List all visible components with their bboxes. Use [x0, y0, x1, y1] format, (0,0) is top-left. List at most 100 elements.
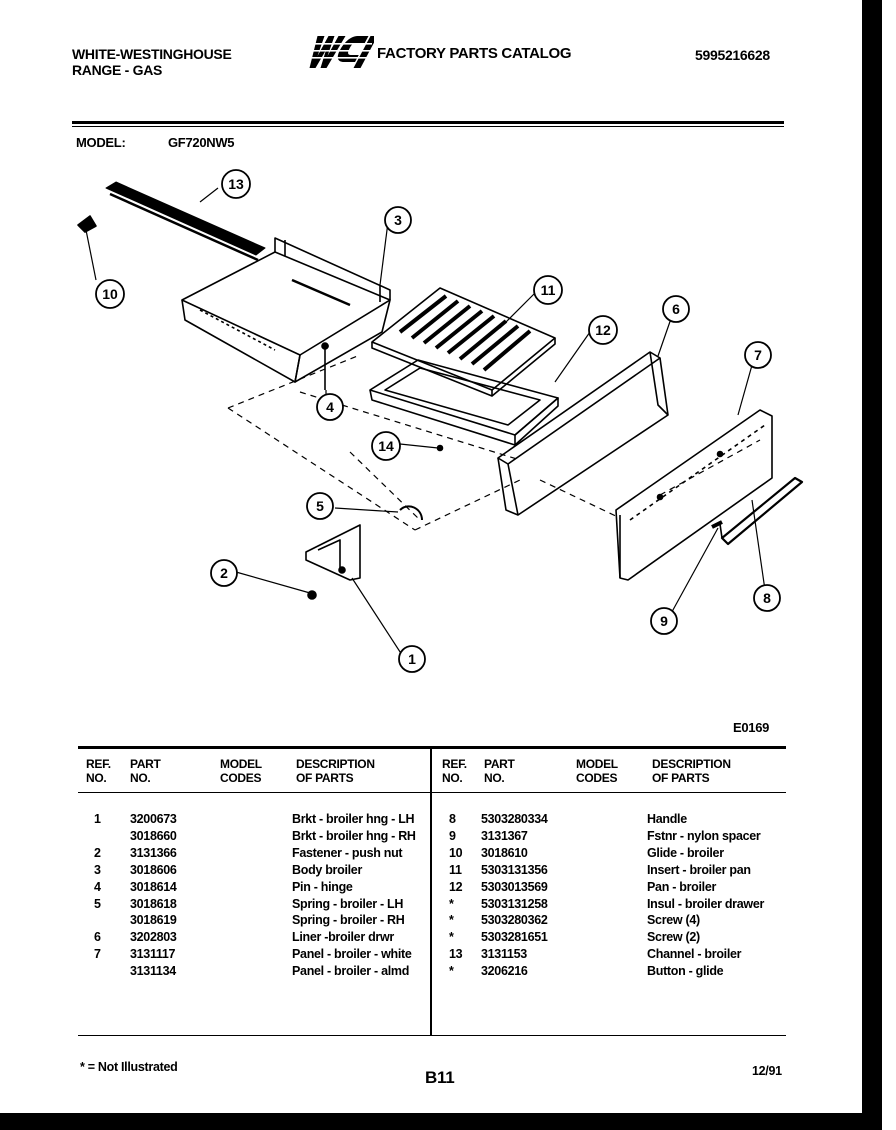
table-cell-ref: 2 — [94, 845, 101, 860]
callout-5: 5 — [316, 498, 324, 514]
table-cell-ref: 5 — [94, 896, 101, 911]
footnote-not-illustrated: * = Not Illustrated — [80, 1060, 178, 1074]
catalog-date: 12/91 — [752, 1064, 782, 1078]
table-cell-desc: Pan - broiler — [647, 879, 717, 894]
liner-broiler-drawer-drawing — [497, 351, 669, 516]
callout-8: 8 — [763, 590, 771, 606]
table-cell-part: 3202803 — [130, 930, 177, 945]
table-cell-desc: Spring - broiler - LH — [292, 896, 404, 911]
table-cell-ref: 11 — [449, 862, 462, 877]
header-rule — [72, 121, 784, 124]
broiler-hinge-bracket-drawing — [305, 524, 361, 581]
table-cell-part: 3131153 — [481, 947, 527, 962]
table-top-rule — [78, 746, 786, 749]
brand-block: WHITE-WESTINGHOUSE RANGE - GAS — [72, 46, 232, 78]
table-bottom-rule — [78, 1035, 786, 1036]
table-cell-ref: 12 — [449, 879, 463, 894]
table-cell-desc: Pin - hinge — [292, 879, 353, 894]
table-cell-part: 5303013569 — [481, 879, 548, 894]
table-cell-part: 5303131356 — [481, 862, 548, 877]
callout-12-circle — [588, 315, 618, 345]
table-cell-part: 3018614 — [130, 879, 177, 894]
hinge-pin-drawing — [436, 444, 444, 452]
callout-11: 11 — [541, 282, 556, 298]
table-cell-part: 3131134 — [130, 964, 176, 979]
table-cell-part: 5303281651 — [481, 930, 548, 945]
table-cell-desc: Body broiler — [292, 862, 363, 877]
table-cell-desc: Screw (2) — [647, 930, 700, 945]
table-cell-desc: Spring - broiler - RH — [292, 913, 405, 928]
callout-10-circle — [95, 279, 125, 309]
callout-2: 2 — [220, 565, 228, 581]
page-number: B11 — [425, 1068, 455, 1087]
document-number: 5995216628 — [695, 47, 770, 63]
table-cell-desc: Fastener - push nut — [292, 845, 403, 860]
callout-9: 9 — [660, 613, 668, 629]
model-label: MODEL: — [76, 135, 126, 150]
callout-7-circle — [744, 341, 772, 369]
catalog-title: FACTORY PARTS CATALOG — [377, 45, 572, 62]
table-cell-part: 3018618 — [130, 896, 177, 911]
table-cell-desc: Fstnr - nylon spacer — [647, 828, 761, 843]
brand-line-2: RANGE - GAS — [72, 62, 163, 78]
callout-1: 1 — [408, 651, 416, 667]
table-cell-ref: 1 — [94, 812, 101, 826]
broiler-pan-drawing — [369, 359, 559, 446]
spring-drawing — [399, 505, 423, 521]
callout-3-circle — [384, 206, 412, 234]
table-cell-part: 3206216 — [481, 964, 528, 979]
callout-11-circle — [533, 275, 563, 305]
table-cell-desc: Button - glide — [647, 964, 724, 979]
exploded-parts-diagram: 13 10 3 11 12 6 7 4 14 5 2 1 9 8 — [77, 169, 804, 673]
table-cell-ref: 6 — [94, 930, 101, 945]
callout-13-circle — [221, 169, 251, 199]
nylon-spacer-drawing — [711, 520, 723, 529]
table-cell-ref: * — [449, 913, 454, 928]
callout-13: 13 — [228, 176, 244, 192]
table-cell-ref: 9 — [449, 828, 456, 843]
wci-logo — [309, 36, 374, 68]
table-cell-ref: 8 — [449, 812, 456, 826]
callout-6-circle — [662, 295, 690, 323]
channel-broiler-drawing — [105, 181, 266, 262]
table-cell-desc: Channel - broiler — [647, 947, 742, 962]
body-broiler-drawing — [181, 237, 391, 390]
table-cell-part: 5303280362 — [481, 913, 548, 928]
insert-broiler-pan-drawing — [371, 287, 556, 397]
table-header-rule — [78, 792, 786, 793]
table-cell-ref: 3 — [94, 862, 101, 877]
table-cell-desc: Panel - broiler - almd — [292, 964, 410, 979]
header-ref-right: REF.NO. — [442, 757, 467, 785]
table-cell-desc: Liner -broiler drwr — [292, 930, 394, 945]
table-cell-part: 3131366 — [130, 845, 177, 860]
callout-6: 6 — [672, 301, 680, 317]
broiler-panel-drawing — [615, 409, 773, 581]
page-border-bottom — [0, 1113, 882, 1130]
table-cell-desc: Screw (4) — [647, 913, 700, 928]
table-cell-ref: * — [449, 896, 454, 911]
table-cell-ref: * — [449, 964, 454, 979]
table-column-divider — [430, 746, 432, 1036]
table-cell-desc: Glide - broiler — [647, 845, 724, 860]
callout-2-circle — [210, 559, 238, 587]
table-cell-part: 3131367 — [481, 828, 528, 843]
callout-9-circle — [650, 607, 678, 635]
table-cell-part: 3018606 — [130, 862, 177, 877]
table-cell-ref: 13 — [449, 947, 463, 962]
callout-3: 3 — [394, 212, 402, 228]
handle-drawing — [720, 476, 804, 546]
table-cell-desc: Brkt - broiler hng - RH — [292, 828, 416, 843]
callout-4-circle — [316, 393, 344, 421]
table-cell-desc: Handle — [647, 812, 687, 826]
table-cell-part: 3131117 — [130, 947, 176, 962]
header-ref-left: REF.NO. — [86, 757, 111, 785]
brand-line-1: WHITE-WESTINGHOUSE — [72, 46, 232, 62]
table-cell-part: 5303280334 — [481, 812, 548, 826]
model-value: GF720NW5 — [168, 135, 235, 150]
table-cell-part: 5303131258 — [481, 896, 548, 911]
